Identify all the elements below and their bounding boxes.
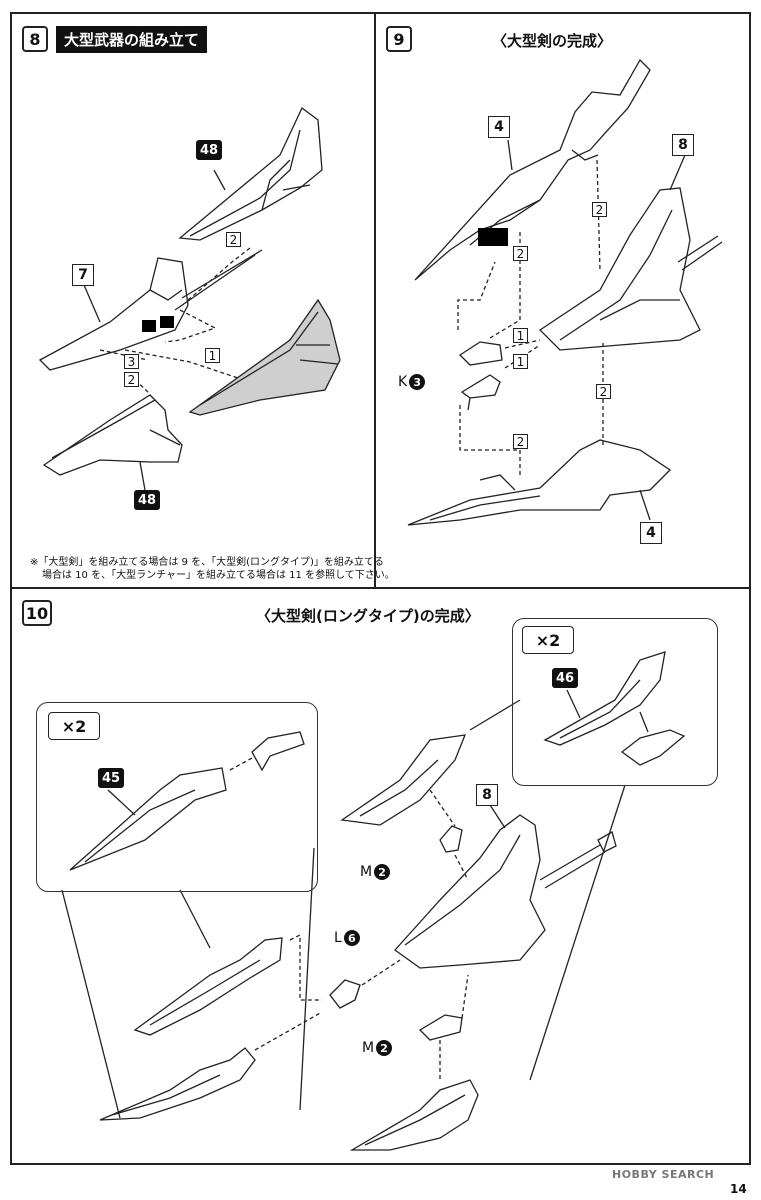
part-8-step10-label: 8 bbox=[476, 784, 498, 806]
small-part-k3-lower bbox=[460, 374, 501, 399]
step8-seq-3: 3 bbox=[124, 354, 139, 369]
part-46-label: 46 bbox=[552, 668, 578, 688]
left-blade-upper bbox=[133, 937, 283, 1036]
part-45-callout-shape bbox=[69, 767, 227, 871]
step-8-panel bbox=[10, 12, 376, 589]
clip-right-callout bbox=[620, 729, 686, 766]
small-part-m2-upper bbox=[439, 825, 463, 853]
part-7-shape bbox=[38, 257, 189, 371]
step8-seq-1: 1 bbox=[205, 348, 220, 363]
part-8-label: 8 bbox=[672, 134, 694, 156]
small-part-k3-upper bbox=[458, 341, 503, 366]
step9-seq-2d: 2 bbox=[513, 434, 528, 449]
runner-k-number: 3 bbox=[409, 374, 426, 390]
watermark: HOBBY SEARCH bbox=[612, 1168, 715, 1181]
top-blade-step10 bbox=[340, 734, 467, 826]
step-10-number: 10 bbox=[22, 600, 52, 626]
step-8-title: 大型武器の組み立て bbox=[56, 26, 208, 53]
part-7-label: 7 bbox=[72, 264, 94, 286]
callout-left-multiplier: ×2 bbox=[48, 712, 100, 740]
runner-l-number: 6 bbox=[343, 930, 360, 946]
bottom-blade-step10 bbox=[349, 1079, 479, 1151]
shaded-blade-shape bbox=[188, 298, 341, 416]
callout-right-multiplier: ×2 bbox=[522, 626, 574, 654]
step-9-number: 9 bbox=[386, 26, 412, 52]
step-8-note-line2: 場合は 10 を、「大型ランチャー」を組み立てる場合は 11 を参照して下さい。 bbox=[42, 570, 395, 581]
part-8-step10-shape bbox=[394, 814, 546, 969]
step-9-title: 〈大型剣の完成〉 bbox=[492, 32, 613, 50]
part-48-bottom-label: 48 bbox=[134, 490, 160, 510]
page-number: 14 bbox=[730, 1182, 747, 1196]
step8-seq-2b: 2 bbox=[124, 372, 139, 387]
left-blade-lower bbox=[99, 1047, 256, 1121]
runner-m-letter-lower: M bbox=[362, 1040, 375, 1056]
part-48-bottom-shape bbox=[42, 394, 183, 476]
step9-seq-1b: 1 bbox=[513, 354, 528, 369]
step-8-number: 8 bbox=[22, 26, 48, 52]
step9-seq-2c: 2 bbox=[596, 384, 611, 399]
part-4-bottom-label: 4 bbox=[640, 522, 662, 544]
runner-m2-upper-label: M 2 bbox=[360, 864, 391, 880]
callout-left-x2 bbox=[36, 702, 318, 892]
step8-seq-2a: 2 bbox=[226, 232, 241, 247]
part-8-center-shape bbox=[538, 187, 701, 351]
clip-left-callout bbox=[251, 731, 305, 772]
part-46-callout-shape bbox=[543, 651, 666, 746]
runner-m-number-upper: 2 bbox=[374, 864, 391, 880]
step-8-note-line1: ※「大型剣」を組み立てる場合は 9 を、「大型剣(ロングタイプ)」を組み立てる bbox=[30, 557, 384, 568]
part-4-top-shape bbox=[414, 58, 651, 281]
small-part-l6 bbox=[329, 979, 361, 1009]
runner-k-letter: K bbox=[398, 374, 408, 390]
runner-m-letter-upper: M bbox=[360, 864, 373, 880]
runner-k3-label: K 3 bbox=[398, 374, 426, 390]
step9-seq-2b: 2 bbox=[513, 246, 528, 261]
runner-l-letter: L bbox=[334, 930, 342, 946]
step9-seq-2a: 2 bbox=[592, 202, 607, 217]
step9-seq-1a: 1 bbox=[513, 328, 528, 343]
part-48-top-shape bbox=[178, 107, 323, 241]
callout-right-x2 bbox=[512, 618, 718, 786]
step-10-title: 〈大型剣(ロングタイプ)の完成〉 bbox=[256, 607, 480, 625]
part-48-top-label: 48 bbox=[196, 140, 222, 160]
part-4-bottom-shape bbox=[407, 439, 672, 526]
runner-m2-lower-label: M 2 bbox=[362, 1040, 393, 1056]
small-part-m2-lower bbox=[418, 1014, 463, 1041]
runner-l6-label: L 6 bbox=[334, 930, 360, 946]
part-4-top-label: 4 bbox=[488, 116, 510, 138]
runner-m-number-lower: 2 bbox=[376, 1040, 393, 1056]
part-45-label: 45 bbox=[98, 768, 124, 788]
